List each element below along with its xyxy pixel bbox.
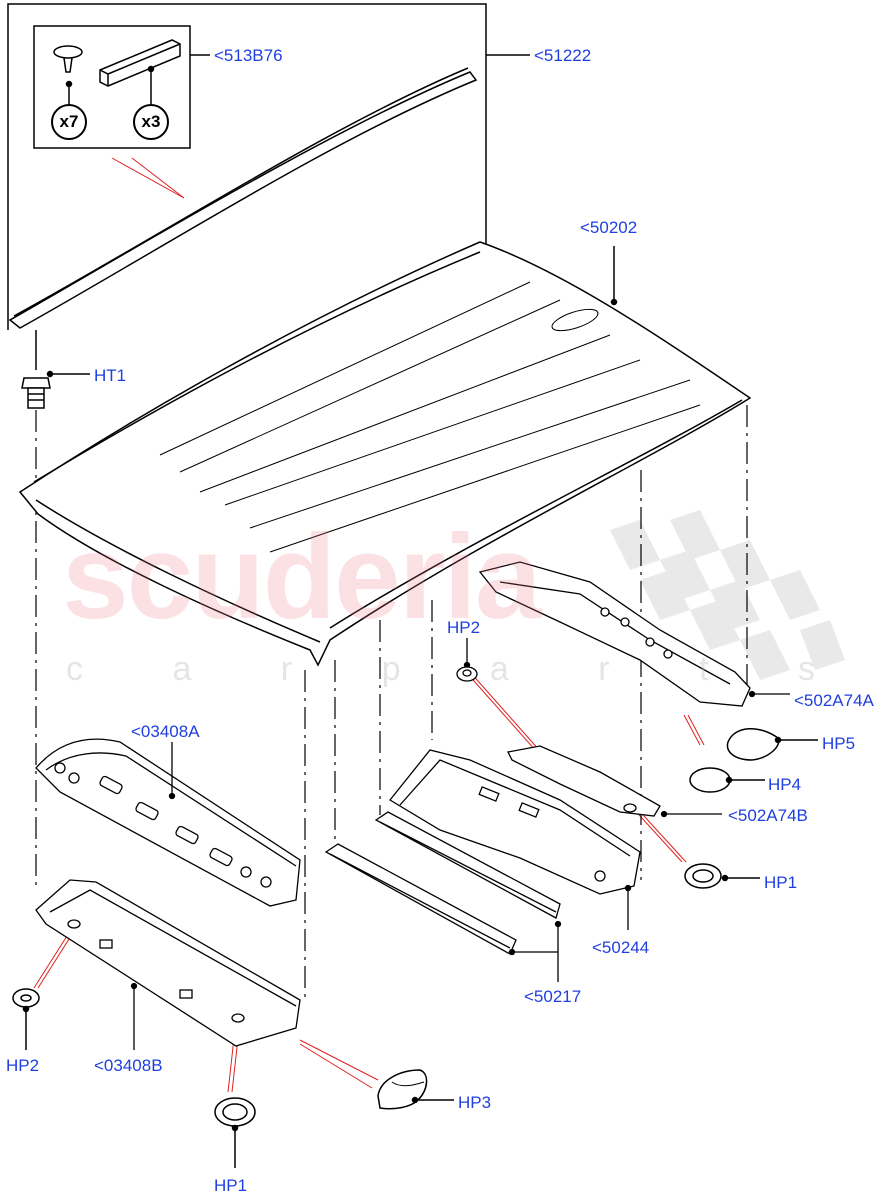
rear-reinforcement-b [507, 745, 722, 818]
callout-front-header-a[interactable]: <03408A [131, 722, 200, 741]
grommet-hp2-center [456, 638, 478, 682]
grommet-hp2-left [12, 988, 40, 1050]
callout-roof-panel[interactable]: <50202 [580, 218, 638, 237]
front-header-b [35, 879, 301, 1050]
plug-hp5 [726, 727, 818, 761]
callout-front-header-b[interactable]: <03408B [94, 1056, 163, 1075]
plug-hp3 [377, 1069, 454, 1110]
callout-rear-reinforcement-a[interactable]: <502A74A [794, 691, 874, 710]
callout-hp2-center[interactable]: HP2 [447, 618, 481, 637]
callout-plug-hp4[interactable]: HP4 [768, 775, 802, 794]
callout-grommet-hp1-bottom[interactable]: HP1 [214, 1176, 248, 1195]
moulding-frame [7, 3, 530, 330]
callout-center-bow[interactable]: <50244 [592, 938, 650, 957]
watermark-tagline: c a r p a r t s [66, 650, 855, 688]
roof-bows [324, 811, 562, 982]
inset-box [33, 25, 210, 149]
rear-reinforcement-a [478, 561, 790, 707]
center-bow [389, 749, 641, 930]
roof-panel [18, 241, 752, 667]
grommet-hp1-bottom [214, 1097, 256, 1168]
callout-grommet-hp2-left[interactable]: HP2 [6, 1056, 40, 1075]
watermark-brand: scuderia [62, 510, 542, 644]
callout-stud-ht1[interactable]: HT1 [94, 366, 127, 385]
stud-ht1 [21, 330, 90, 409]
callout-roof-moulding[interactable]: <51222 [534, 46, 592, 65]
callout-grommet-hp1-right[interactable]: HP1 [764, 873, 798, 892]
callout-plug-hp3[interactable]: HP3 [458, 1093, 492, 1112]
callout-rear-reinforcement-b[interactable]: <502A74B [728, 806, 808, 825]
qty-badge-clip: x7 [51, 104, 87, 140]
plug-hp4 [689, 767, 765, 793]
qty-badge-pad: x3 [133, 104, 169, 140]
roof-moulding [8, 67, 478, 329]
callout-roof-bows[interactable]: <50217 [524, 987, 582, 1006]
front-header-a [35, 738, 301, 907]
callout-plug-hp5[interactable]: HP5 [822, 734, 856, 753]
callout-roof-clips-kit[interactable]: <513B76 [214, 46, 283, 65]
watermark-checker [610, 510, 845, 680]
grommet-hp1-right [684, 863, 760, 889]
